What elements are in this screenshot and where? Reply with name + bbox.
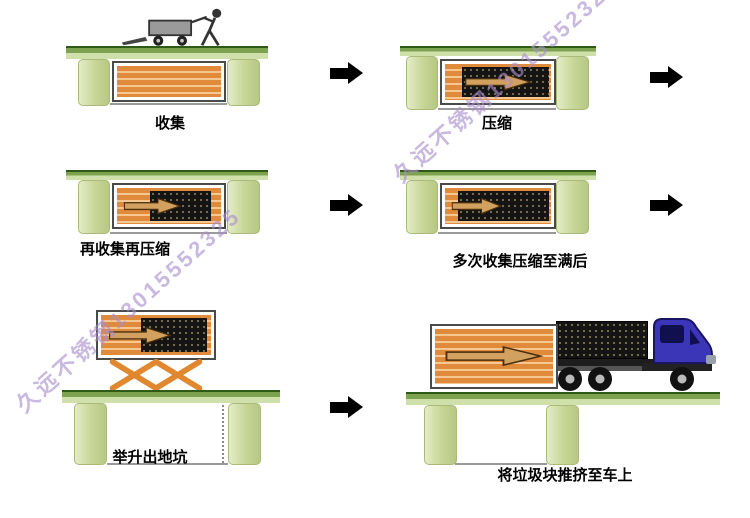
pit-wall-left-5 [74, 403, 107, 465]
pit-wall-right-3 [227, 180, 260, 234]
flow-arrow-1 [330, 62, 363, 84]
ground-surface-1 [66, 46, 268, 59]
pit-wall-left-1 [78, 59, 110, 106]
stage-label-full: 多次收集压缩至满后 [452, 253, 588, 270]
pit-wall-right-6 [546, 405, 579, 465]
push-ram-arrow-icon [108, 326, 172, 344]
push-ram-arrow-icon [124, 197, 182, 215]
ground-surface-3 [66, 170, 268, 180]
container-planks-6 [435, 329, 553, 384]
flow-arrow-2 [650, 66, 683, 88]
pit-wall-right-4 [556, 180, 589, 234]
ground-surface-2 [400, 46, 596, 56]
container-planks-2 [445, 64, 551, 100]
ground-surface-5 [62, 390, 280, 403]
compactor-container-3 [112, 183, 226, 229]
push-ram-arrow-icon [465, 73, 532, 91]
flow-arrow-3 [330, 194, 363, 216]
flow-arrow-head [668, 194, 683, 216]
flow-arrow-shaft [330, 401, 348, 413]
push-ram-arrow-icon [452, 197, 503, 215]
container-planks-4 [445, 188, 551, 224]
garbage-block-on-truck [556, 321, 648, 359]
pit-wall-right-5 [228, 403, 261, 465]
pit-floor-6 [455, 463, 547, 465]
compactor-container-2 [440, 59, 556, 105]
push-ram-arrow-icon [445, 346, 544, 367]
pit-floor-1 [110, 103, 227, 105]
flow-arrow-shaft [650, 199, 668, 211]
compactor-container-1 [112, 61, 226, 102]
pit-wall-left-2 [406, 56, 438, 110]
pit-floor-3 [110, 232, 227, 234]
ground-surface-6 [406, 392, 720, 405]
flow-arrow-5 [330, 396, 363, 418]
worker-cart-icon [121, 8, 222, 46]
pit-guide-dotted-line [222, 405, 224, 463]
pit-wall-right-1 [227, 59, 260, 106]
flow-arrow-shaft [650, 71, 668, 83]
flow-arrow-head [348, 62, 363, 84]
pit-floor-5 [107, 463, 228, 465]
flow-arrow-head [348, 194, 363, 216]
stage-label-push-to-truck: 将垃圾块推挤至车上 [497, 467, 633, 484]
flow-arrow-shaft [330, 199, 348, 211]
flow-arrow-head [668, 66, 683, 88]
stage-label-lift: 举升出地坑 [112, 449, 188, 466]
container-planks-5 [101, 315, 211, 355]
pit-wall-left-3 [78, 180, 110, 234]
worker-with-cart-illustration [112, 6, 252, 48]
flow-arrow-shaft [330, 67, 348, 79]
scissor-lift-icon [109, 358, 203, 392]
pit-wall-left-6 [424, 405, 457, 465]
stage-label-collect: 收集 [154, 115, 185, 132]
container-planks-1 [117, 66, 221, 97]
container-planks-3 [117, 188, 221, 224]
compactor-container-4 [440, 183, 556, 229]
flow-arrow-head [348, 396, 363, 418]
stage-label-recollect: 再收集再压缩 [79, 241, 170, 258]
flow-arrow-4 [650, 194, 683, 216]
compactor-container-6 [430, 324, 558, 389]
pit-floor-4 [438, 232, 556, 234]
ground-surface-4 [400, 170, 596, 180]
compactor-container-5 [96, 310, 216, 360]
pit-wall-right-2 [556, 56, 589, 110]
stage-label-compress: 压缩 [481, 115, 512, 132]
pit-floor-2 [438, 108, 556, 110]
truck-icon [544, 318, 716, 391]
pit-wall-left-4 [406, 180, 438, 234]
